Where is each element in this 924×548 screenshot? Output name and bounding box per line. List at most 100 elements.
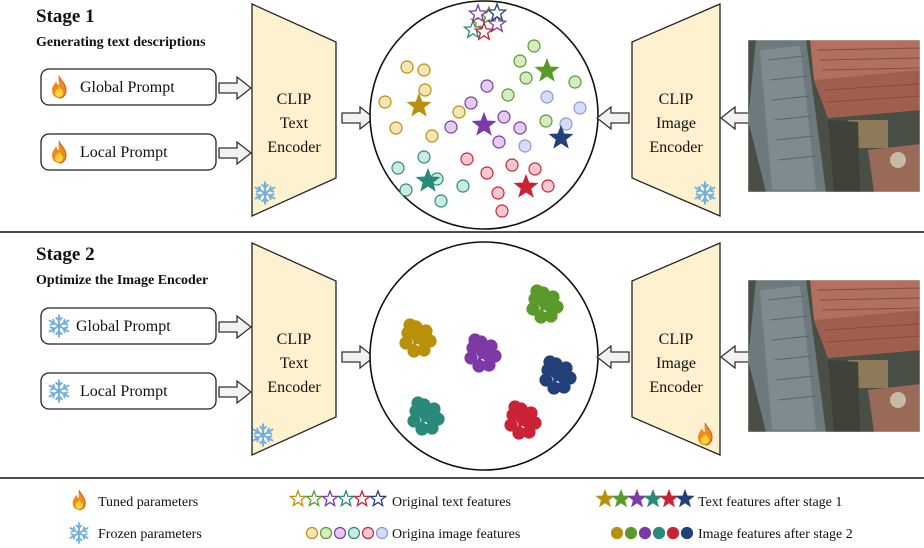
feature-dot — [501, 88, 515, 102]
stage1-title: Stage 1 — [36, 6, 95, 27]
feature-dot — [528, 162, 542, 176]
feature-dot — [540, 90, 554, 104]
arrow-left-icon — [596, 345, 630, 369]
star-icon — [535, 294, 555, 314]
stage2-subtitle: Optimize the Image Encoder — [36, 273, 208, 288]
feature-dot — [513, 54, 527, 68]
feature-dot — [497, 110, 511, 124]
cluster-dot — [530, 284, 544, 298]
legend-original-text: Original text features — [392, 495, 511, 510]
feature-dot — [418, 83, 432, 97]
legend-dot — [680, 526, 694, 540]
feature-dot — [527, 39, 541, 53]
cluster-dot — [403, 318, 417, 332]
feature-dot — [444, 120, 458, 134]
feature-dot — [399, 183, 413, 197]
flame-icon — [72, 489, 86, 511]
stage1-local-prompt[interactable]: Local Prompt — [40, 133, 217, 171]
cluster-dot — [407, 414, 421, 428]
star-icon — [416, 406, 436, 426]
star-icon — [288, 489, 308, 507]
stage2-image-encoder[interactable]: CLIP Image Encoder — [631, 242, 721, 456]
arrow-right-icon — [341, 106, 375, 130]
stage2-image-encoder-line2: Image — [656, 355, 696, 372]
feature-dot — [505, 158, 519, 172]
stage2-local-prompt[interactable]: Local Prompt — [40, 372, 217, 410]
star-icon — [513, 173, 539, 198]
feature-dot — [573, 101, 587, 115]
legend-dot — [305, 526, 319, 540]
feature-dot — [513, 121, 527, 135]
aerial-image — [748, 280, 920, 432]
stage1-image-encoder-line2: Image — [656, 115, 696, 132]
star-icon — [548, 365, 568, 385]
star-icon — [643, 488, 663, 508]
legend-dot — [361, 526, 375, 540]
stage2-text-encoder-line2: Text — [280, 355, 309, 372]
star-icon — [513, 410, 533, 430]
feature-dot — [541, 179, 555, 193]
feature-dot — [464, 96, 478, 110]
stage1-local-prompt-label: Local Prompt — [80, 144, 168, 161]
feature-dot — [480, 79, 494, 93]
cluster-dot — [468, 333, 482, 347]
stage1-image-encoder[interactable]: CLIP Image Encoder — [631, 3, 721, 217]
stage2-global-prompt-label: Global Prompt — [76, 318, 171, 335]
star-icon — [304, 489, 324, 507]
star-icon — [473, 343, 493, 363]
stage1-global-prompt[interactable]: Global Prompt — [40, 68, 217, 106]
feature-dot — [456, 179, 470, 193]
legend-dot — [652, 526, 666, 540]
stage1-text-encoder[interactable]: CLIP Text Encoder — [251, 2, 337, 218]
stage1-image-encoder-line3: Encoder — [649, 139, 703, 156]
star-icon — [548, 124, 574, 149]
legend-text-after-stars — [595, 488, 695, 508]
legend-original-image: Origina image features — [392, 527, 520, 542]
stage2-image-encoder-line1: CLIP — [659, 331, 694, 348]
stage2-title: Stage 2 — [36, 244, 95, 265]
stage2-local-prompt-label: Local Prompt — [80, 383, 168, 400]
legend-text-after: Text features after stage 1 — [698, 495, 842, 510]
cluster-dot — [464, 351, 478, 365]
arrow-left-icon — [596, 106, 630, 130]
feature-dot — [452, 105, 466, 119]
feature-dot — [568, 75, 582, 89]
legend: Tuned parameters Frozen parameters Origi… — [69, 488, 853, 544]
legend-original-image-dots — [305, 526, 389, 540]
stage1-global-prompt-label: Global Prompt — [80, 79, 175, 96]
cluster-dot — [399, 336, 413, 350]
arrow-right-icon — [218, 76, 252, 100]
star-icon — [659, 488, 679, 508]
star-icon — [406, 92, 432, 117]
star-icon — [408, 328, 428, 348]
legend-dot — [375, 526, 389, 540]
stage1-feature-space — [369, 0, 599, 230]
stage1-subtitle: Generating text descriptions — [36, 35, 206, 50]
star-icon — [320, 489, 340, 507]
star-icon — [471, 111, 497, 136]
stage2-text-encoder-line3: Encoder — [267, 379, 321, 396]
cluster-dot — [539, 373, 553, 387]
cluster-dot — [508, 400, 522, 414]
star-icon — [486, 2, 508, 22]
legend-dot — [333, 526, 347, 540]
star-icon — [473, 21, 495, 41]
stage2-text-encoder[interactable]: CLIP Text Encoder — [251, 241, 337, 457]
arrow-right-icon — [341, 345, 375, 369]
legend-dot — [319, 526, 333, 540]
feature-dot — [480, 166, 494, 180]
stage2-global-prompt[interactable]: Global Prompt — [40, 307, 217, 345]
star-icon — [627, 488, 647, 508]
feature-dot — [518, 139, 532, 153]
star-icon — [675, 488, 695, 508]
snowflake-icon — [69, 522, 89, 544]
stage2-image-encoder-line3: Encoder — [649, 379, 703, 396]
feature-dot — [492, 135, 506, 149]
legend-original-text-stars — [288, 489, 388, 507]
aerial-image — [748, 40, 920, 192]
cluster-dot — [543, 355, 557, 369]
legend-dot — [638, 526, 652, 540]
legend-dot — [624, 526, 638, 540]
star-icon — [336, 489, 356, 507]
